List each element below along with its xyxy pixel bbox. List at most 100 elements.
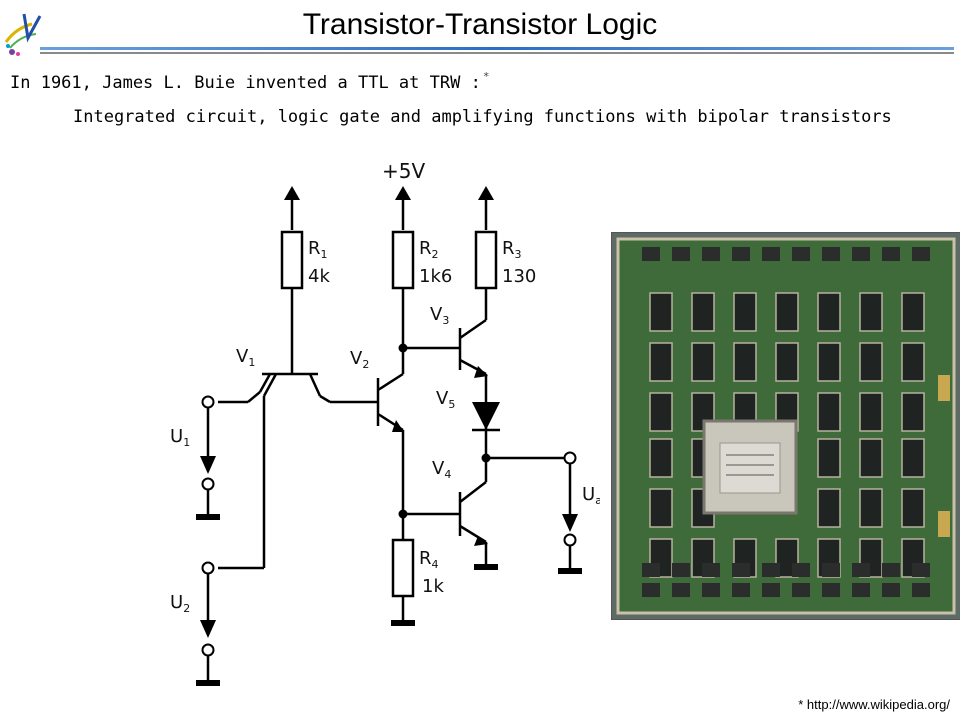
v2-sub: 2 (362, 358, 369, 371)
u1-sub: 1 (183, 436, 190, 449)
v3-sub: 3 (442, 314, 449, 327)
ic-chip (732, 583, 750, 597)
r2-name: R (419, 238, 432, 259)
ic-chip (642, 563, 660, 577)
title-rule-shadow (40, 52, 954, 54)
u2-name: U (170, 592, 183, 613)
ic-chip (859, 342, 883, 382)
ic-chip (882, 583, 900, 597)
r2-sub: 2 (432, 248, 439, 261)
circuit-board-photo (611, 232, 960, 620)
ic-chip (852, 563, 870, 577)
r3-value: 130 (502, 266, 536, 287)
ic-chip (649, 292, 673, 332)
ic-chip (852, 583, 870, 597)
r4-value: 1k (422, 576, 444, 597)
resistor-r3 (474, 230, 498, 290)
ic-chip (762, 563, 780, 577)
logo-icon (4, 13, 42, 56)
v5-name: V (436, 388, 449, 409)
svg-text:U2: U2 (170, 592, 190, 615)
ic-chip (792, 247, 810, 261)
ic-chip (882, 563, 900, 577)
ic-chip (792, 583, 810, 597)
svg-text:V1: V1 (236, 346, 255, 369)
footnote: * http://www.wikipedia.org/ (798, 697, 950, 712)
ic-chip (912, 583, 930, 597)
ic-chip (822, 563, 840, 577)
ic-chip (672, 563, 690, 577)
ic-chip (912, 563, 930, 577)
ic-chip (901, 292, 925, 332)
ic-chip (817, 438, 841, 478)
svg-text:R4: R4 (419, 548, 439, 571)
ic-chip (822, 247, 840, 261)
svg-text:R2: R2 (419, 238, 439, 261)
v5-sub: 5 (448, 398, 455, 411)
ic-chip (852, 247, 870, 261)
ic-chip (733, 342, 757, 382)
intro-text: In 1961, James L. Buie invented a TTL at… (10, 73, 481, 93)
ic-chip (792, 563, 810, 577)
ic-chip (817, 392, 841, 432)
ic-chip (882, 247, 900, 261)
ic-chip (702, 247, 720, 261)
ic-chip (762, 583, 780, 597)
ic-chip (702, 563, 720, 577)
ic-chip (672, 247, 690, 261)
v4-sub: 4 (444, 468, 451, 481)
ic-chip (822, 583, 840, 597)
v1-sub: 1 (248, 356, 255, 369)
r4-sub: 4 (432, 558, 439, 571)
svg-text:V2: V2 (350, 348, 369, 371)
r3-name: R (502, 238, 515, 259)
ic-chip (859, 488, 883, 528)
svg-text:V3: V3 (430, 304, 449, 327)
ic-chip (733, 292, 757, 332)
resistor-r2 (391, 230, 415, 290)
ic-chip (649, 488, 673, 528)
diode-v5 (472, 402, 500, 430)
v3-name: V (430, 304, 443, 325)
crystal-oscillator (702, 419, 798, 515)
ic-chip (649, 438, 673, 478)
ic-chip (901, 488, 925, 528)
resistor-r4 (391, 538, 415, 598)
r1-name: R (308, 238, 321, 259)
svg-text:R3: R3 (502, 238, 522, 261)
ttl-circuit-diagram: +5V R1 4k R2 1k6 R3 130 R4 1k V1 V2 V3 V… (170, 159, 600, 686)
ic-chip (642, 583, 660, 597)
slide-title: Transistor-Transistor Logic (302, 8, 658, 41)
u2-sub: 2 (183, 602, 190, 615)
v4-name: V (432, 458, 445, 479)
resistor-r1 (280, 230, 304, 290)
ic-chip (817, 292, 841, 332)
ic-chip (901, 438, 925, 478)
ic-chip (702, 583, 720, 597)
ic-chip (642, 247, 660, 261)
v1-name: V (236, 346, 249, 367)
ic-chip (672, 583, 690, 597)
ic-chip (859, 392, 883, 432)
ic-chip (901, 392, 925, 432)
ic-chip (691, 342, 715, 382)
r3-sub: 3 (515, 248, 522, 261)
ic-chip (649, 392, 673, 432)
ic-chip (775, 342, 799, 382)
ic-chip (775, 292, 799, 332)
ic-chip (859, 292, 883, 332)
ic-chip (817, 488, 841, 528)
ic-chip (901, 342, 925, 382)
r1-value: 4k (308, 266, 330, 287)
v2-name: V (350, 348, 363, 369)
ua-name: U (582, 484, 595, 505)
u1-name: U (170, 426, 183, 447)
ic-chip (732, 247, 750, 261)
ic-chip (817, 342, 841, 382)
ic-chip (762, 247, 780, 261)
r2-value: 1k6 (419, 266, 452, 287)
svg-text:Ua: Ua (582, 484, 600, 507)
ic-chip (649, 342, 673, 382)
svg-text:V5: V5 (436, 388, 455, 411)
ua-sub: a (595, 494, 600, 507)
